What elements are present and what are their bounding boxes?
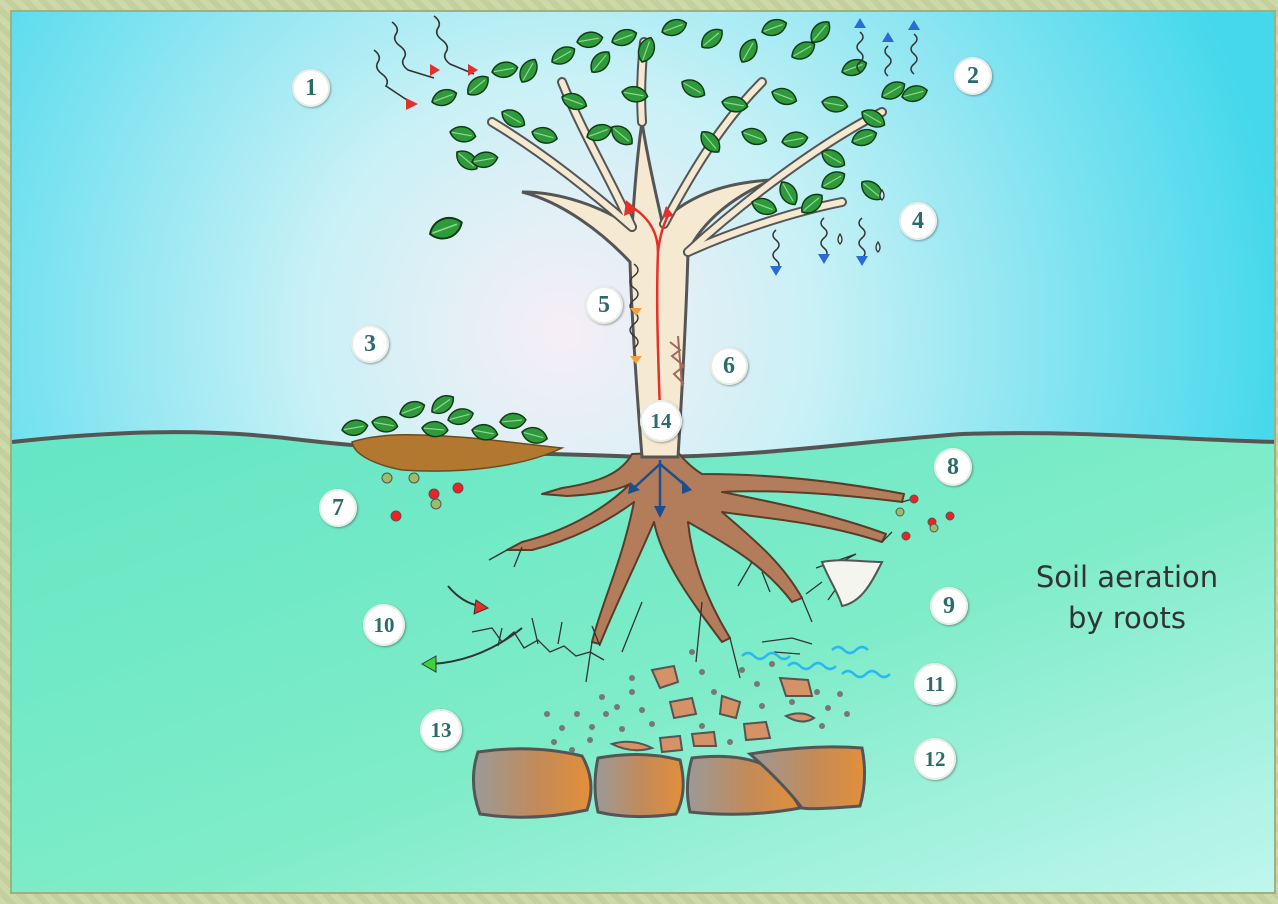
tree-soil-illustration bbox=[12, 12, 1276, 894]
label-badge-4: 4 bbox=[899, 202, 937, 240]
diagram-canvas: 1 2 3 4 5 6 7 8 9 10 11 12 13 14 Soil ae… bbox=[10, 10, 1276, 894]
caption: Soil aeration by roots bbox=[977, 557, 1276, 639]
label-badge-14: 14 bbox=[640, 400, 682, 442]
label-badge-9: 9 bbox=[930, 587, 968, 625]
label-badge-6: 6 bbox=[710, 347, 748, 385]
label-badge-1: 1 bbox=[292, 69, 330, 107]
bedrock-rocks bbox=[473, 747, 864, 817]
caption-line-2: by roots bbox=[977, 598, 1276, 639]
label-badge-7: 7 bbox=[319, 489, 357, 527]
label-badge-13: 13 bbox=[420, 709, 462, 751]
label-badge-3: 3 bbox=[351, 325, 389, 363]
label-badge-11: 11 bbox=[914, 663, 956, 705]
label-badge-10: 10 bbox=[363, 604, 405, 646]
label-badge-8: 8 bbox=[934, 448, 972, 486]
label-badge-5: 5 bbox=[585, 286, 623, 324]
caption-line-1: Soil aeration bbox=[977, 557, 1276, 598]
label-badge-2: 2 bbox=[954, 57, 992, 95]
label-badge-12: 12 bbox=[914, 738, 956, 780]
